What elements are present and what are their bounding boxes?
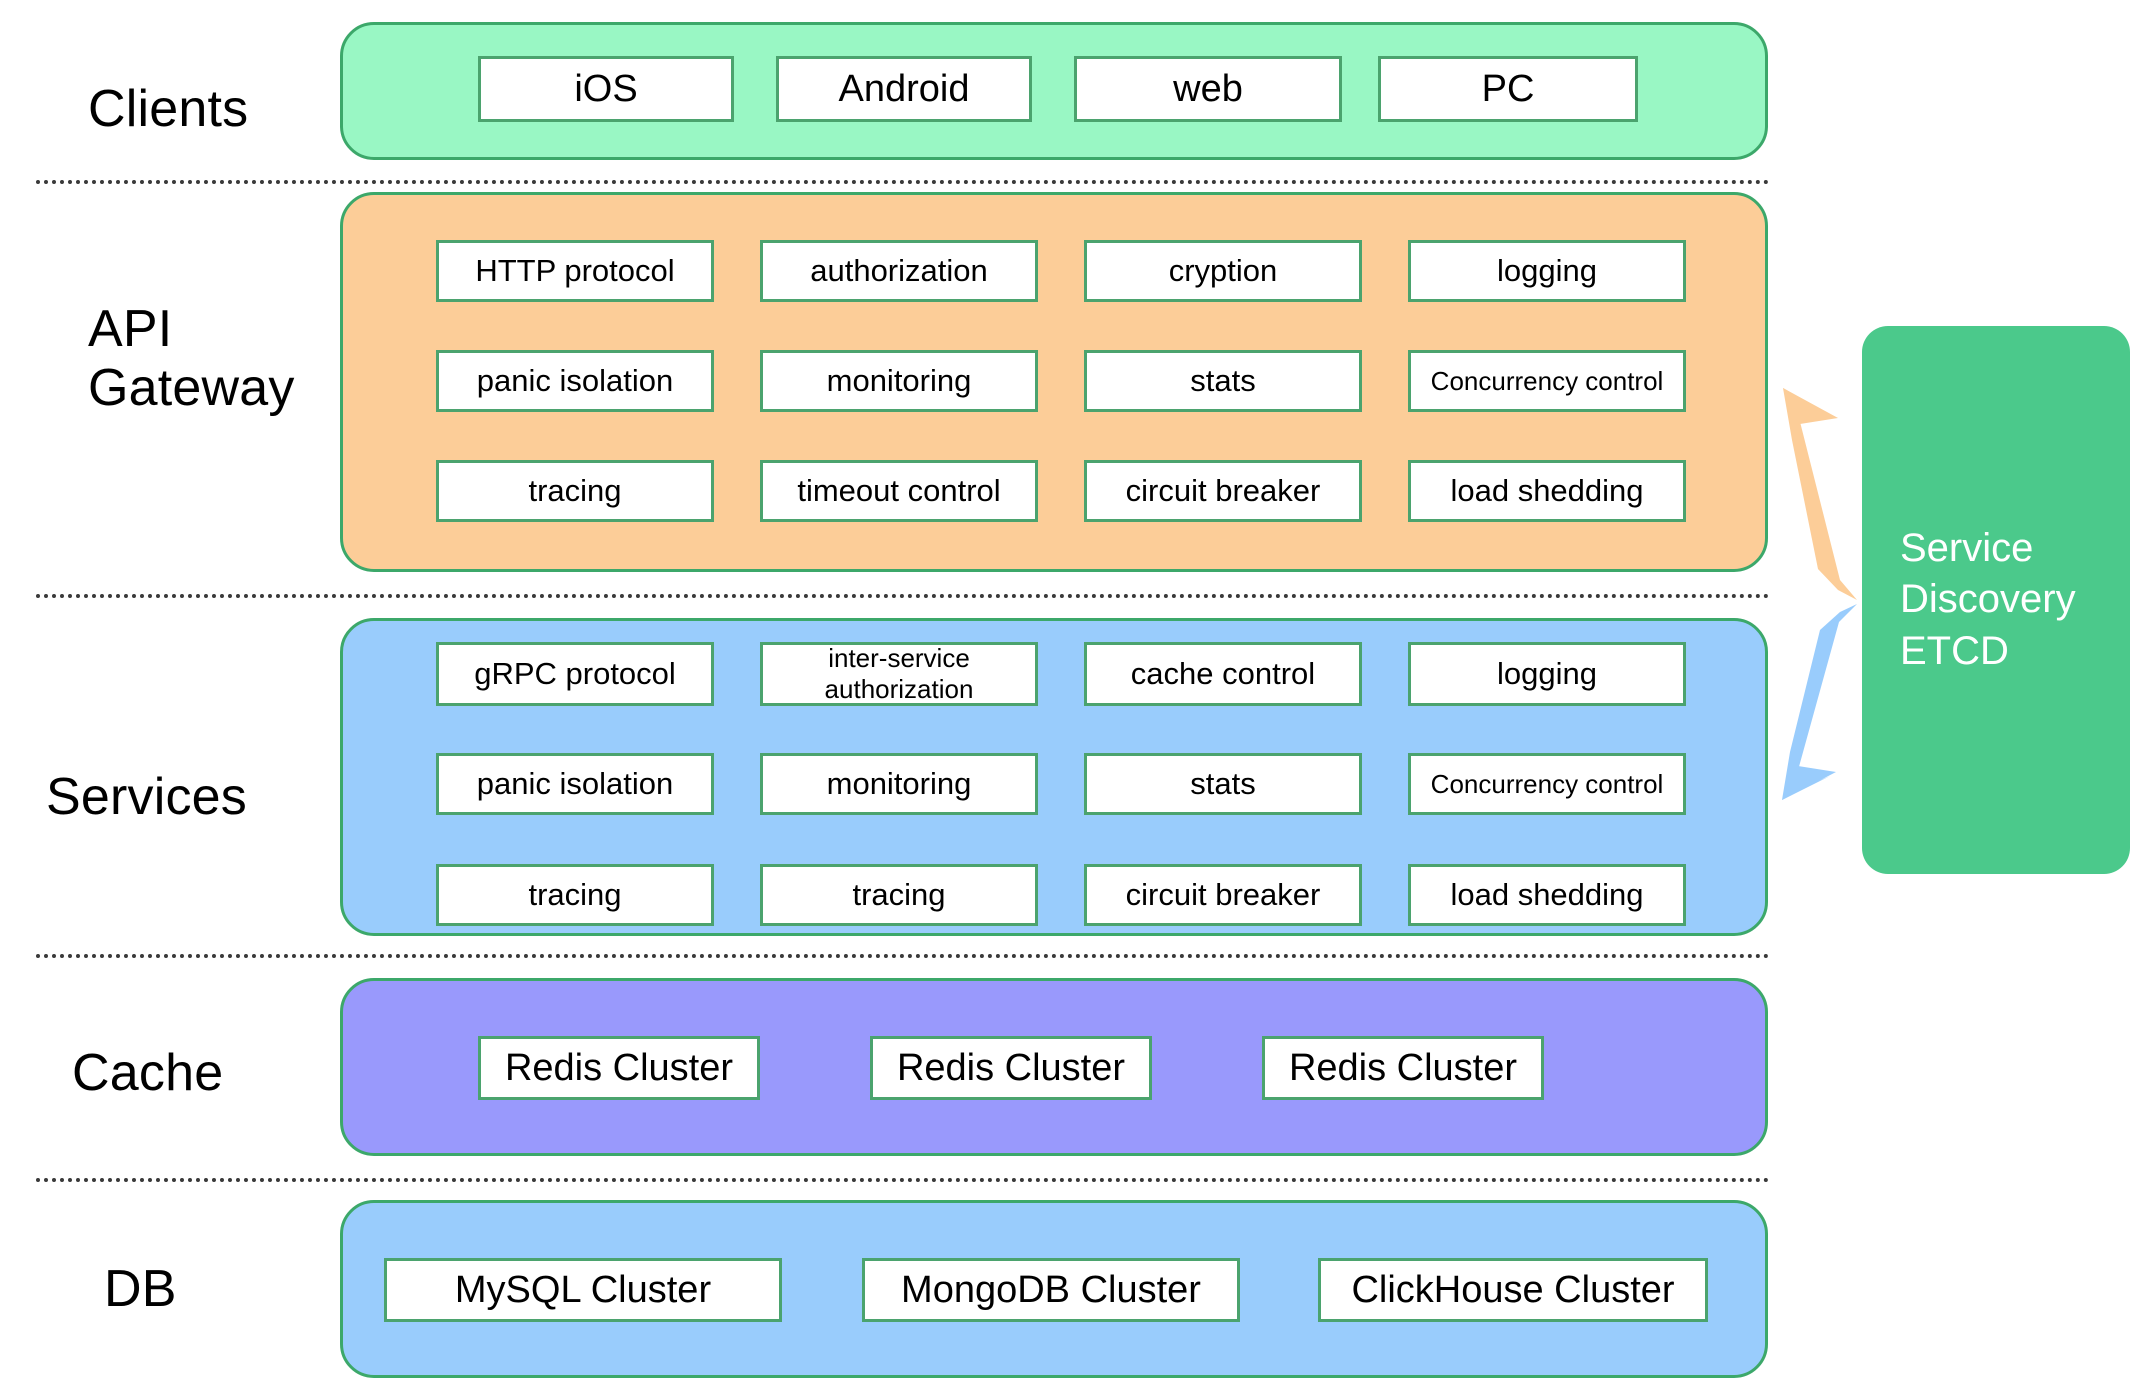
services-tile-load-shedding[interactable]: load shedding (1408, 864, 1686, 926)
separator-gateway-services (36, 594, 1770, 598)
gateway-tile-load-shedding[interactable]: load shedding (1408, 460, 1686, 522)
client-tile-android[interactable]: Android (776, 56, 1032, 122)
services-tile-tracing-1[interactable]: tracing (436, 864, 714, 926)
gateway-tile-panic-isolation[interactable]: panic isolation (436, 350, 714, 412)
tier-label-clients: Clients (88, 80, 249, 138)
services-tile-stats[interactable]: stats (1084, 753, 1362, 815)
services-tile-panic-isolation[interactable]: panic isolation (436, 753, 714, 815)
gateway-tile-monitoring[interactable]: monitoring (760, 350, 1038, 412)
gateway-tile-cryption[interactable]: cryption (1084, 240, 1362, 302)
gateway-tile-timeout-control[interactable]: timeout control (760, 460, 1038, 522)
services-tile-tracing-2[interactable]: tracing (760, 864, 1038, 926)
client-tile-web[interactable]: web (1074, 56, 1342, 122)
services-tile-circuit-breaker[interactable]: circuit breaker (1084, 864, 1362, 926)
db-tile-clickhouse-cluster[interactable]: ClickHouse Cluster (1318, 1258, 1708, 1322)
arrow-head-api-gateway (1783, 388, 1838, 424)
gateway-tile-circuit-breaker[interactable]: circuit breaker (1084, 460, 1362, 522)
gateway-tile-tracing[interactable]: tracing (436, 460, 714, 522)
services-tile-cache-control[interactable]: cache control (1084, 642, 1362, 706)
services-tile-concurrency-control[interactable]: Concurrency control (1408, 753, 1686, 815)
gateway-tile-logging[interactable]: logging (1408, 240, 1686, 302)
service-discovery-label: Service Discovery ETCD (1900, 526, 2076, 673)
gateway-tile-http-protocol[interactable]: HTTP protocol (436, 240, 714, 302)
gateway-tile-stats[interactable]: stats (1084, 350, 1362, 412)
tier-label-db: DB (104, 1260, 177, 1318)
cache-tile-redis-cluster-1[interactable]: Redis Cluster (478, 1036, 760, 1100)
arrow-head-services (1782, 766, 1836, 800)
services-tile-monitoring[interactable]: monitoring (760, 753, 1038, 815)
tier-label-api-gateway: API Gateway (88, 300, 295, 418)
separator-cache-db (36, 1178, 1770, 1182)
services-tile-grpc-protocol[interactable]: gRPC protocol (436, 642, 714, 706)
services-tile-logging[interactable]: logging (1408, 642, 1686, 706)
arrow-service-discovery-to-services (1782, 604, 1857, 800)
client-tile-pc[interactable]: PC (1378, 56, 1638, 122)
cache-tile-redis-cluster-3[interactable]: Redis Cluster (1262, 1036, 1544, 1100)
separator-services-cache (36, 954, 1770, 958)
gateway-tile-authorization[interactable]: authorization (760, 240, 1038, 302)
db-tile-mongodb-cluster[interactable]: MongoDB Cluster (862, 1258, 1240, 1322)
tier-label-cache: Cache (72, 1044, 224, 1102)
cache-tile-redis-cluster-2[interactable]: Redis Cluster (870, 1036, 1152, 1100)
tier-label-services: Services (46, 768, 247, 826)
service-discovery-box[interactable]: Service Discovery ETCD (1862, 326, 2130, 874)
db-tile-mysql-cluster[interactable]: MySQL Cluster (384, 1258, 782, 1322)
gateway-tile-concurrency-control[interactable]: Concurrency control (1408, 350, 1686, 412)
client-tile-ios[interactable]: iOS (478, 56, 734, 122)
services-tile-inter-service-authorization[interactable]: inter-service authorization (760, 642, 1038, 706)
separator-clients-gateway (36, 180, 1770, 184)
arrow-service-discovery-to-api-gateway (1783, 388, 1857, 600)
